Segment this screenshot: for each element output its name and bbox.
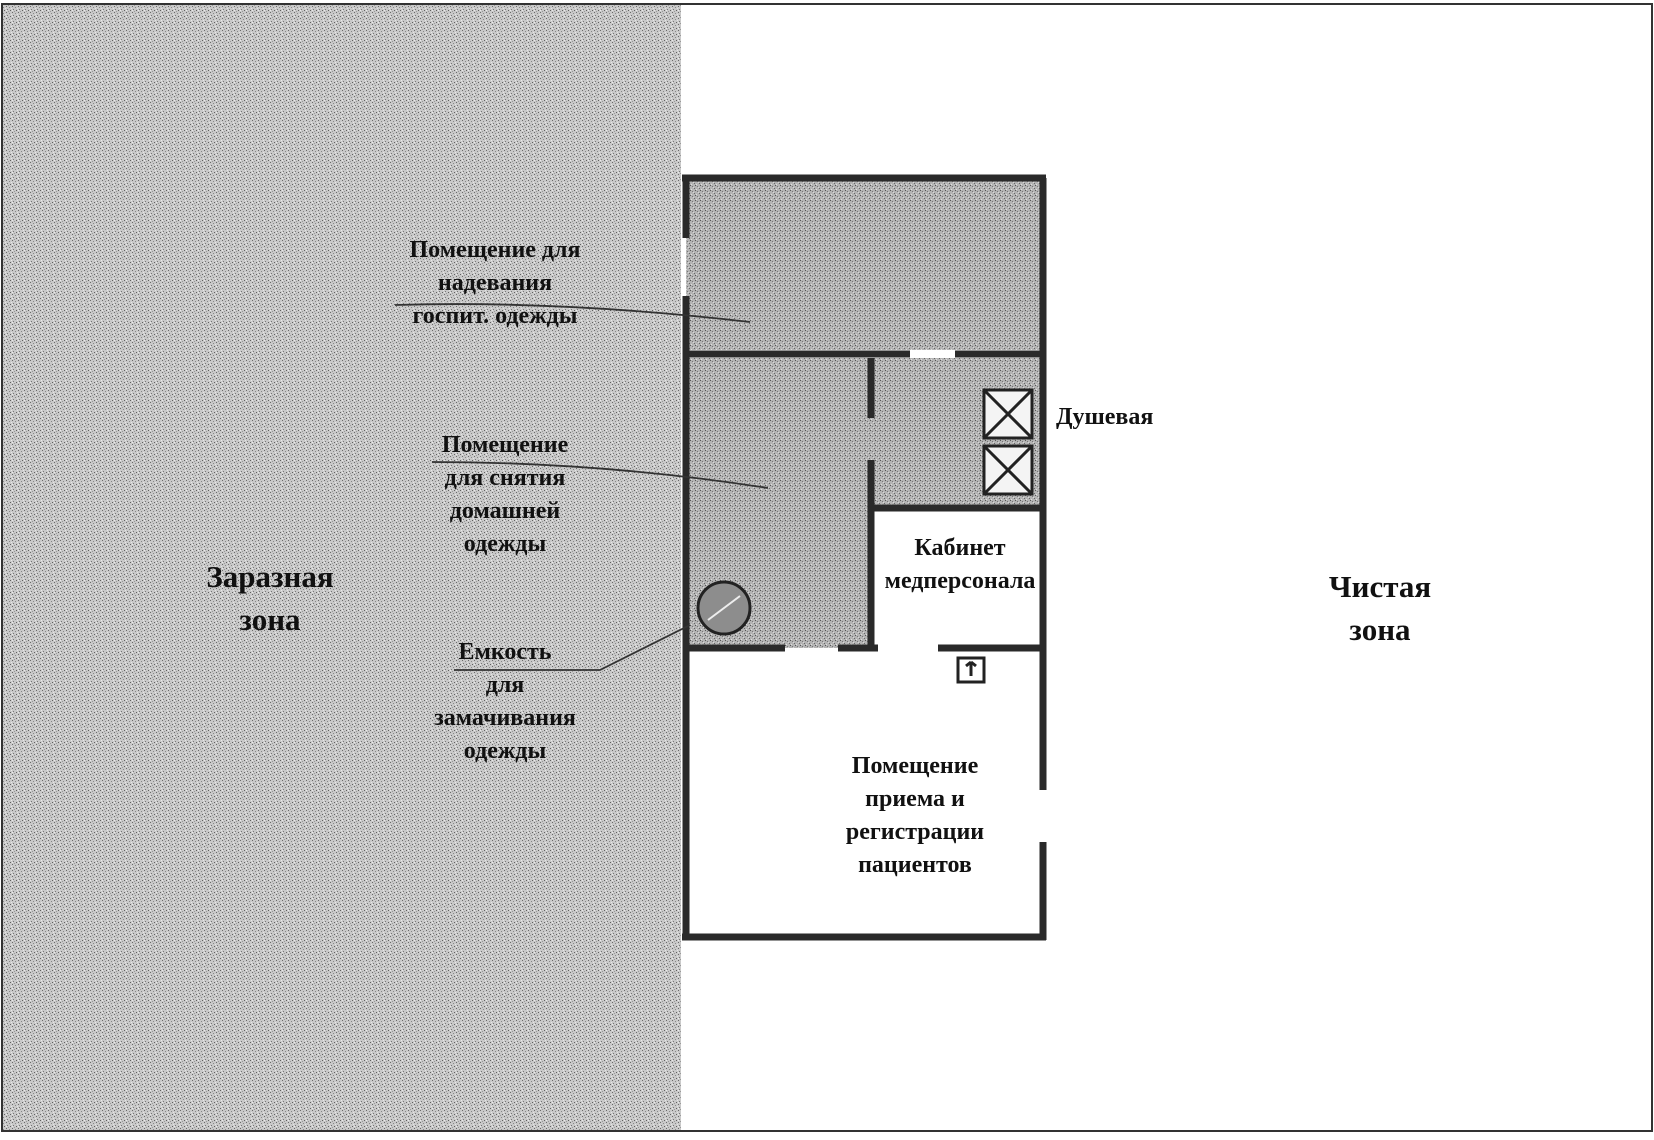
hospital-clothes-line1: Помещение для — [409, 237, 581, 263]
undress-line3: домашней — [449, 498, 561, 525]
reception-line3: регистрации — [845, 819, 985, 846]
container-icon — [696, 580, 752, 636]
leader-lines — [394, 303, 769, 671]
hospital-clothes-room-label: Помещение для надевания госпит. одежды — [375, 234, 615, 333]
reception-room-label: Помещение приема и регистрации пациентов — [815, 750, 1015, 882]
staff-office-fill — [871, 508, 1041, 650]
staff-office-line1: Кабинет — [914, 535, 1006, 561]
reception-line1: Помещение — [851, 753, 979, 779]
reception-room-fill — [686, 650, 1041, 935]
shower-cabin-icon — [982, 388, 1034, 496]
dirty-zone-label: Заразная зона — [160, 555, 380, 642]
soak-container-line4: одежды — [463, 738, 547, 765]
leader-undress — [431, 461, 769, 489]
dirty-zone-label-line1: Заразная — [206, 559, 334, 594]
undress-line4: одежды — [463, 531, 547, 558]
dirty-zone-area — [3, 5, 681, 1130]
soak-container-line1: Емкость — [458, 639, 552, 665]
dirty-zone-label-line2: зона — [239, 602, 301, 638]
reception-line4: пациентов — [858, 852, 972, 879]
reception-line2: приема и — [865, 786, 965, 813]
staff-office-label: Кабинет медперсонала — [870, 532, 1050, 598]
hospital-clothes-line3: госпит. одежды — [412, 303, 578, 330]
clean-zone-label-line1: Чистая — [1328, 569, 1432, 604]
soak-container-line2: для — [485, 672, 525, 699]
clean-zone-label: Чистая зона — [1280, 565, 1480, 652]
soak-container-line3: замачивания — [434, 705, 576, 732]
hospital-clothes-room-fill — [686, 180, 1041, 350]
sink-icon — [956, 656, 986, 684]
leader-container — [454, 624, 691, 671]
leader-hospital-clothes — [394, 303, 751, 323]
clean-zone-label-line2: зона — [1349, 612, 1411, 648]
shower-label: Душевая — [1056, 404, 1154, 430]
undress-line2: для снятия — [444, 465, 566, 492]
hospital-clothes-line2: надевания — [437, 270, 553, 297]
soak-container-label: Емкость для замачивания одежды — [405, 636, 605, 768]
undress-line1: Помещение — [441, 432, 569, 458]
undress-room-label: Помещение для снятия домашней одежды — [415, 429, 595, 561]
staff-office-line2: медперсонала — [884, 568, 1036, 595]
walls — [682, 174, 1047, 941]
